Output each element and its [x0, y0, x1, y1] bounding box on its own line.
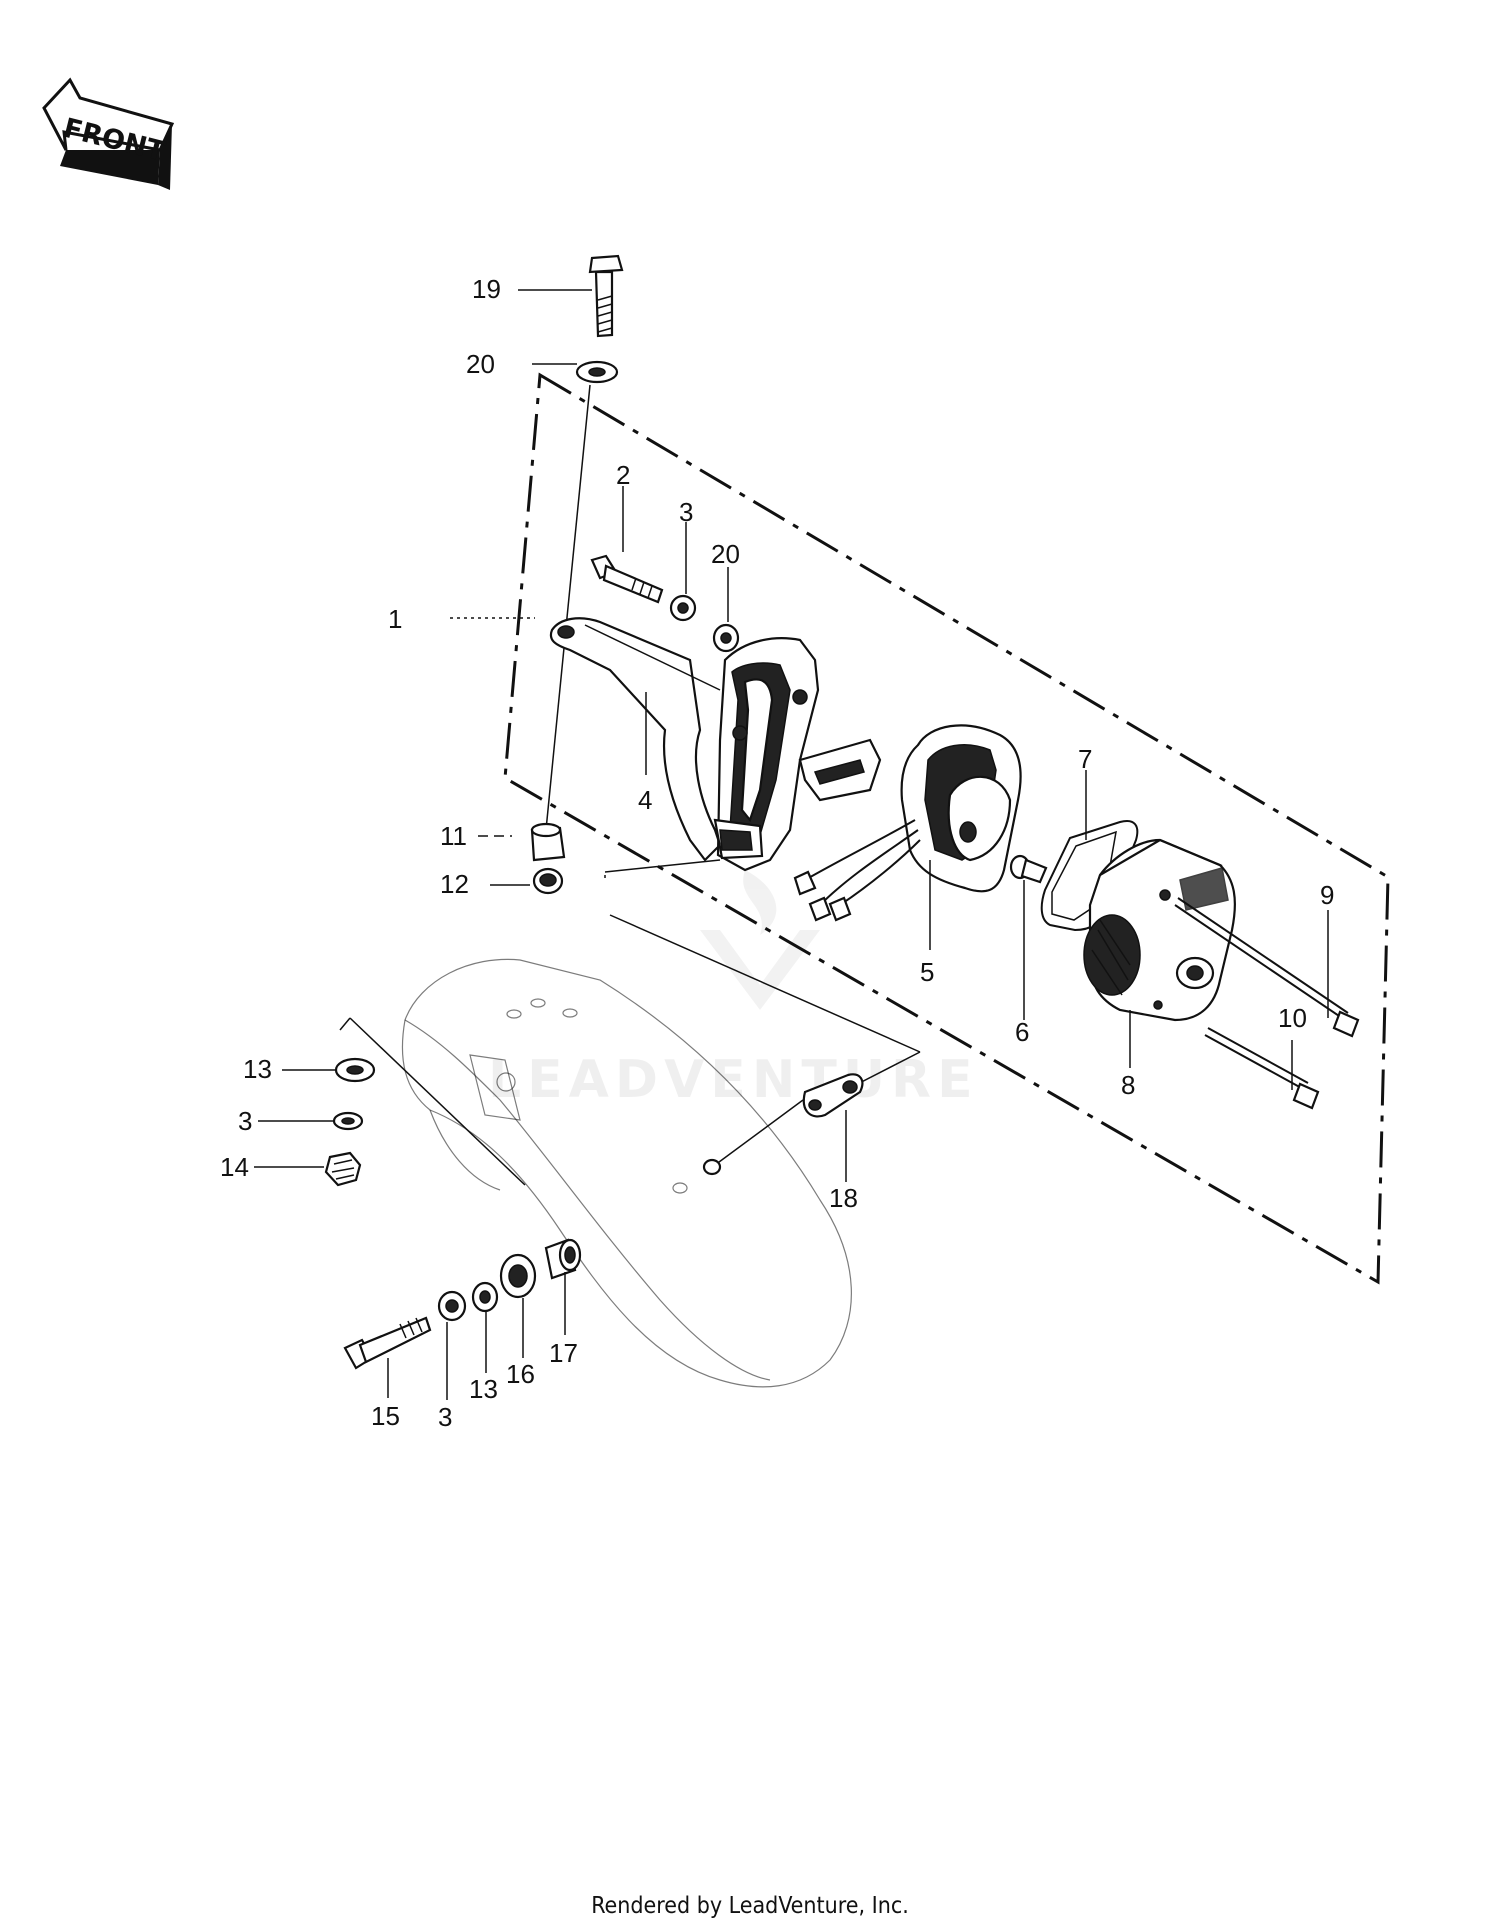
callout-12: 12	[440, 869, 469, 899]
part-6-bulb	[1009, 854, 1048, 884]
callout-6: 6	[1015, 1017, 1029, 1047]
part-2-bolt	[590, 554, 664, 604]
part-9-screw	[1174, 897, 1360, 1038]
callout-4: 4	[638, 785, 652, 815]
rear-fender	[339, 859, 921, 1388]
callout-3b: 3	[238, 1106, 252, 1136]
watermark-text: LEADVENTURE	[488, 1050, 979, 1110]
part-10-screw	[1204, 1027, 1320, 1110]
callout-17: 17	[549, 1338, 578, 1368]
footer-credit: Rendered by LeadVenture, Inc.	[591, 1893, 909, 1919]
part-17-collar	[544, 1238, 582, 1280]
callout-20: 20	[466, 349, 495, 379]
callout-5: 5	[920, 957, 934, 987]
part-14-nut	[324, 1151, 362, 1187]
part-12-grommet	[532, 867, 564, 895]
callout-2: 2	[616, 460, 630, 490]
part-13-washer-bottom	[471, 1281, 499, 1313]
part-3-lockwasher	[669, 594, 697, 622]
part-3-lockwasher-bottom	[437, 1290, 467, 1322]
part-13-washer	[334, 1057, 376, 1083]
part-3-lockwasher-left	[332, 1111, 364, 1131]
callout-1: 1	[388, 604, 402, 634]
callout-3c: 3	[438, 1402, 452, 1432]
callout-20b: 20	[711, 539, 740, 569]
callout-7: 7	[1078, 744, 1092, 774]
callout-13: 13	[243, 1054, 272, 1084]
part-5-lamp-base	[793, 724, 1022, 922]
leader-lines	[254, 289, 1329, 1400]
watermark: LEADVENTURE	[488, 870, 979, 1110]
part-18-clip	[702, 1073, 864, 1176]
part-20-washer	[575, 360, 619, 384]
callout-14: 14	[220, 1152, 249, 1182]
callout-3: 3	[679, 497, 693, 527]
callout-11: 11	[440, 821, 467, 851]
part-11-spacer	[530, 822, 566, 862]
front-arrow-icon: FRONT	[42, 77, 175, 190]
part-4-bracket	[549, 617, 882, 872]
callout-9: 9	[1320, 880, 1334, 910]
part-20-washer-small	[712, 623, 740, 653]
callout-19: 19	[472, 274, 501, 304]
callout-13b: 13	[469, 1374, 498, 1404]
exploded-panel	[503, 372, 1390, 1285]
part-15-bolt	[343, 1316, 432, 1370]
callout-8: 8	[1121, 1070, 1135, 1100]
callout-18: 18	[829, 1183, 858, 1213]
callout-16: 16	[506, 1359, 535, 1389]
part-8-lens	[1083, 838, 1236, 1022]
callout-10: 10	[1278, 1003, 1307, 1033]
part-19-bolt	[588, 254, 624, 338]
callout-15: 15	[371, 1401, 400, 1431]
part-16-grommet	[499, 1253, 537, 1299]
callout-labels: 19 20 2 3 20 1 4 11 12 5 6 7 8 9 10 13 3…	[220, 274, 1334, 1432]
